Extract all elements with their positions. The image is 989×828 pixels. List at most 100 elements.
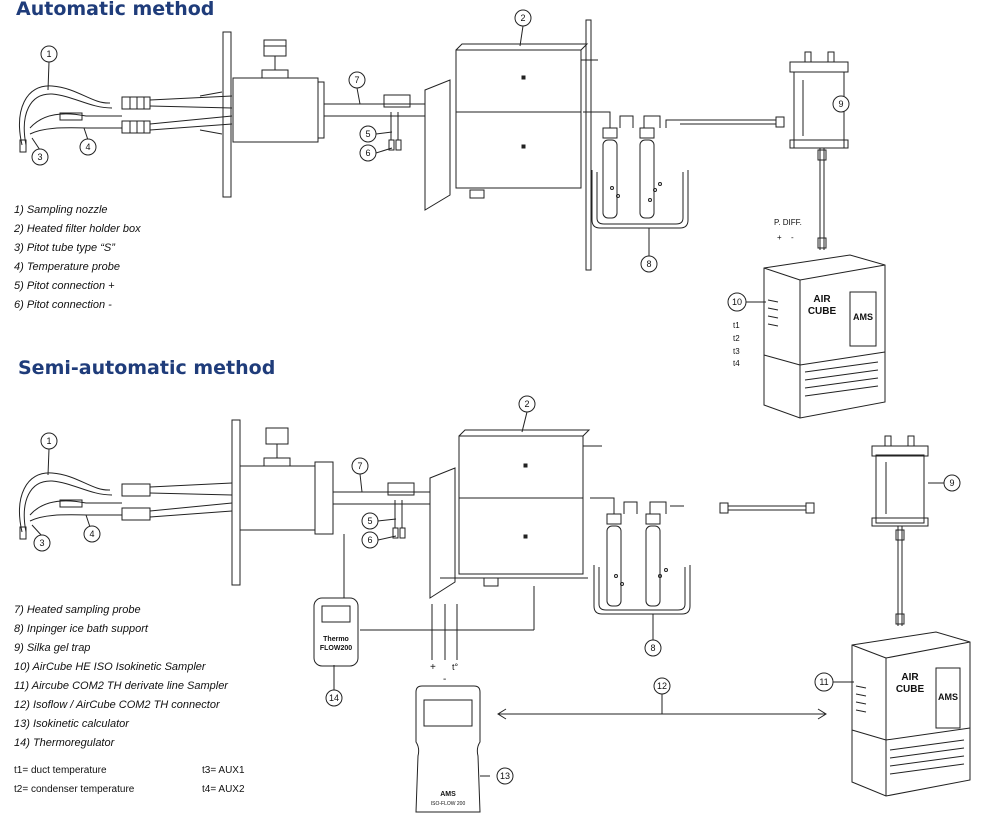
callout-circle (359, 125, 377, 143)
callout-circle (832, 95, 850, 113)
callout-circle (359, 144, 377, 162)
t1-label: t1 (733, 321, 740, 330)
callout-circles (31, 9, 961, 785)
temp-note-t4: t4= AUX2 (202, 784, 245, 795)
callout-number: 9 (949, 478, 954, 488)
callout-number: 5 (365, 129, 370, 139)
semi-automatic-legend: 7) Heated sampling probe 8) Inpinger ice… (14, 601, 228, 753)
callout-number: 6 (365, 148, 370, 158)
callout-number: 3 (37, 152, 42, 162)
diagram-labels: P. DIFF. + - t1 t2 t3 t4 + - t° Thermo F… (320, 218, 958, 807)
device-model: ISO-FLOW 200 (431, 801, 466, 807)
automatic-legend: 1) Sampling nozzle 2) Heated filter hold… (14, 201, 141, 315)
callout-circle (943, 474, 961, 492)
minus-label: - (791, 233, 794, 242)
callout-circle (348, 71, 366, 89)
callout-circle (518, 395, 536, 413)
cube-logo-line1: AIR (813, 294, 831, 305)
plus-label: + (777, 233, 782, 242)
callout-number: 9 (838, 99, 843, 109)
automatic-method-title: Automatic method (16, 0, 215, 20)
stack-flange (231, 419, 241, 586)
callout-circle (79, 138, 97, 156)
heated-filter-box (424, 19, 598, 271)
sampling-nozzle (19, 85, 122, 153)
legend-item: 1) Sampling nozzle (14, 204, 108, 216)
callout-circle (40, 45, 58, 63)
callout-number: 2 (520, 13, 525, 23)
heated-probe (333, 482, 430, 539)
callout-number: 11 (819, 677, 828, 687)
legend-item: 3) Pitot tube type “S” (14, 242, 115, 254)
legend-item: 4) Temperature probe (14, 261, 120, 273)
callout-circle (653, 677, 671, 695)
vacuum-hose (680, 116, 785, 128)
heated-filter-box (429, 429, 602, 599)
callout-number: 6 (367, 535, 372, 545)
vacuum-hose (719, 502, 815, 514)
minus-label: - (443, 674, 446, 685)
callout-circle (325, 689, 343, 707)
cube-brand: AMS (938, 692, 958, 702)
thermoregulator-14 (313, 597, 359, 667)
callout-number: 5 (367, 516, 372, 526)
callout-number: 14 (329, 693, 339, 703)
impinger-bath (590, 497, 691, 615)
legend-item: 14) Thermoregulator (14, 737, 115, 749)
impinger-bath (583, 111, 689, 229)
pdiff-label: P. DIFF. (774, 218, 802, 227)
probe-couplings (121, 482, 233, 521)
t3-label: t3 (733, 347, 740, 356)
connector-arrow-12 (497, 694, 827, 720)
aircube-sampler-11 (851, 631, 971, 797)
callout-circle (496, 767, 514, 785)
callout-number: 4 (89, 529, 94, 539)
callout-number: 2 (524, 399, 529, 409)
callout-number: 3 (39, 538, 44, 548)
callout-circle (361, 512, 379, 530)
t2-label: t2 (733, 334, 740, 343)
heated-probe (324, 94, 425, 151)
temp-note-t3: t3= AUX1 (202, 765, 245, 776)
callout-number: 10 (732, 297, 742, 307)
callout-circle (40, 432, 58, 450)
callout-number: 1 (46, 436, 51, 446)
cube-logo-line2: CUBE (808, 306, 837, 317)
legend-item: 13) Isokinetic calculator (14, 718, 129, 730)
callout-circle (814, 672, 834, 692)
temp-note-t2: t2= condenser temperature (14, 784, 135, 795)
t4-label: t4 (733, 359, 740, 368)
control-wiring (333, 534, 535, 690)
callout-circle (351, 457, 369, 475)
callout-leaders (31, 25, 944, 777)
callout-circle (640, 255, 658, 273)
plus-label: + (430, 662, 436, 673)
semi-train (19, 419, 971, 813)
device-brand: AMS (440, 791, 456, 798)
legend-item: 12) Isoflow / AirCube COM2 TH connector (14, 699, 220, 711)
legend-item: 7) Heated sampling probe (14, 604, 141, 616)
callout-number: 1 (46, 49, 51, 59)
legend-item: 11) Aircube COM2 TH derivate line Sample… (14, 680, 228, 692)
temp-note-t1: t1= duct temperature (14, 765, 107, 776)
silica-gel-trap (871, 435, 929, 626)
cube-brand: AMS (853, 312, 873, 322)
callout-number: 7 (354, 75, 359, 85)
probe-couplings (121, 91, 233, 135)
sampling-nozzle (19, 472, 122, 540)
legend-item: 10) AirCube HE ISO Isokinetic Sampler (14, 661, 206, 673)
cube-logo-line2: CUBE (896, 684, 925, 695)
callout-circle (644, 639, 662, 657)
isokinetic-calculator-13 (415, 685, 481, 813)
thermo-model: FLOW200 (320, 645, 352, 652)
legend-item: 5) Pitot connection + (14, 280, 115, 292)
aircube-sampler-10 (763, 254, 886, 419)
callout-circle (727, 292, 747, 312)
callout-numbers: 1 2 3 4 5 6 7 8 9 10 1 2 3 4 5 6 7 8 9 1… (37, 13, 954, 781)
callout-circle (83, 525, 101, 543)
callout-circle (31, 148, 49, 166)
probe-box (239, 427, 334, 535)
legend-item: 9) Silka gel trap (14, 642, 91, 654)
callout-number: 8 (646, 259, 651, 269)
